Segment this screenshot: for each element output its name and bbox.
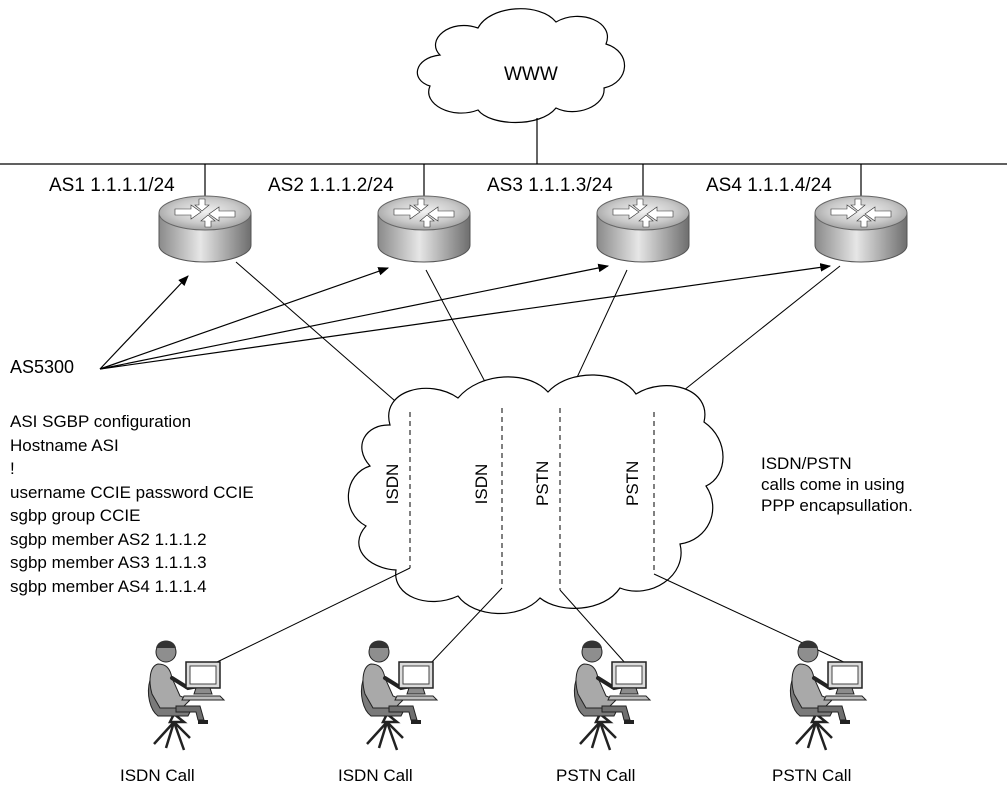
channel-label-pstn-1: PSTN: [533, 460, 552, 506]
sgbp-arrow-as4: [99, 263, 832, 370]
sgbp-arrow-as1: [99, 275, 189, 370]
config-line: sgbp member AS2 1.1.1.2: [10, 529, 207, 549]
user-link-4: [653, 573, 849, 665]
config-line: username CCIE password CCIE: [10, 482, 254, 502]
router-label-as4: AS4 1.1.1.4/24: [706, 175, 832, 196]
config-line: ASI SGBP configuration: [10, 412, 192, 431]
encapsulation-note: ISDN/PSTN calls come in using PPP encaps…: [761, 453, 913, 516]
router-icon: [158, 195, 252, 263]
user-workstation-icon: [572, 638, 652, 752]
note-line: PPP encapsullation.: [761, 496, 913, 515]
config-line: sgbp member AS4 1.1.1.4: [10, 576, 207, 596]
note-line: ISDN/PSTN: [761, 454, 852, 473]
user-workstation-icon: [146, 638, 226, 752]
router-label-as1: AS1 1.1.1.1/24: [49, 175, 175, 196]
as5300-label: AS5300: [10, 357, 75, 377]
router-icon: [596, 195, 690, 263]
user-workstation-icon: [359, 638, 439, 752]
router-label-as3: AS3 1.1.1.3/24: [487, 175, 613, 196]
call-label-4: PSTN Call: [772, 766, 852, 785]
router-cloud-link-1: [235, 261, 411, 415]
call-label-2: ISDN Call: [338, 766, 413, 785]
internet-cloud: [416, 8, 626, 124]
call-label-1: ISDN Call: [120, 766, 195, 785]
user-link-2: [429, 587, 503, 665]
router-label-as2: AS2 1.1.1.2/24: [268, 175, 394, 196]
channel-label-isdn-2: ISDN: [472, 463, 491, 505]
user-workstation-icon: [788, 638, 868, 752]
config-line: sgbp group CCIE: [10, 506, 141, 525]
sgbp-config-block: ASI SGBP configuration Hostname ASI ! us…: [10, 410, 254, 598]
config-line: !: [10, 459, 15, 478]
internet-label: WWW: [504, 64, 558, 85]
router-icon: [377, 195, 471, 263]
channel-label-isdn-1: ISDN: [383, 463, 402, 505]
channel-label-pstn-2: PSTN: [623, 460, 642, 506]
user-link-3: [559, 589, 627, 665]
config-line: Hostname ASI: [10, 435, 119, 455]
call-label-3: PSTN Call: [556, 766, 636, 785]
user-link-1: [212, 567, 411, 665]
config-line: sgbp member AS3 1.1.1.3: [10, 553, 207, 572]
sgbp-arrow-as2: [99, 267, 390, 370]
router-icon: [814, 195, 908, 263]
note-line: calls come in using: [761, 475, 905, 494]
sgbp-arrow-as3: [99, 263, 610, 370]
telco-cloud: [347, 374, 724, 615]
